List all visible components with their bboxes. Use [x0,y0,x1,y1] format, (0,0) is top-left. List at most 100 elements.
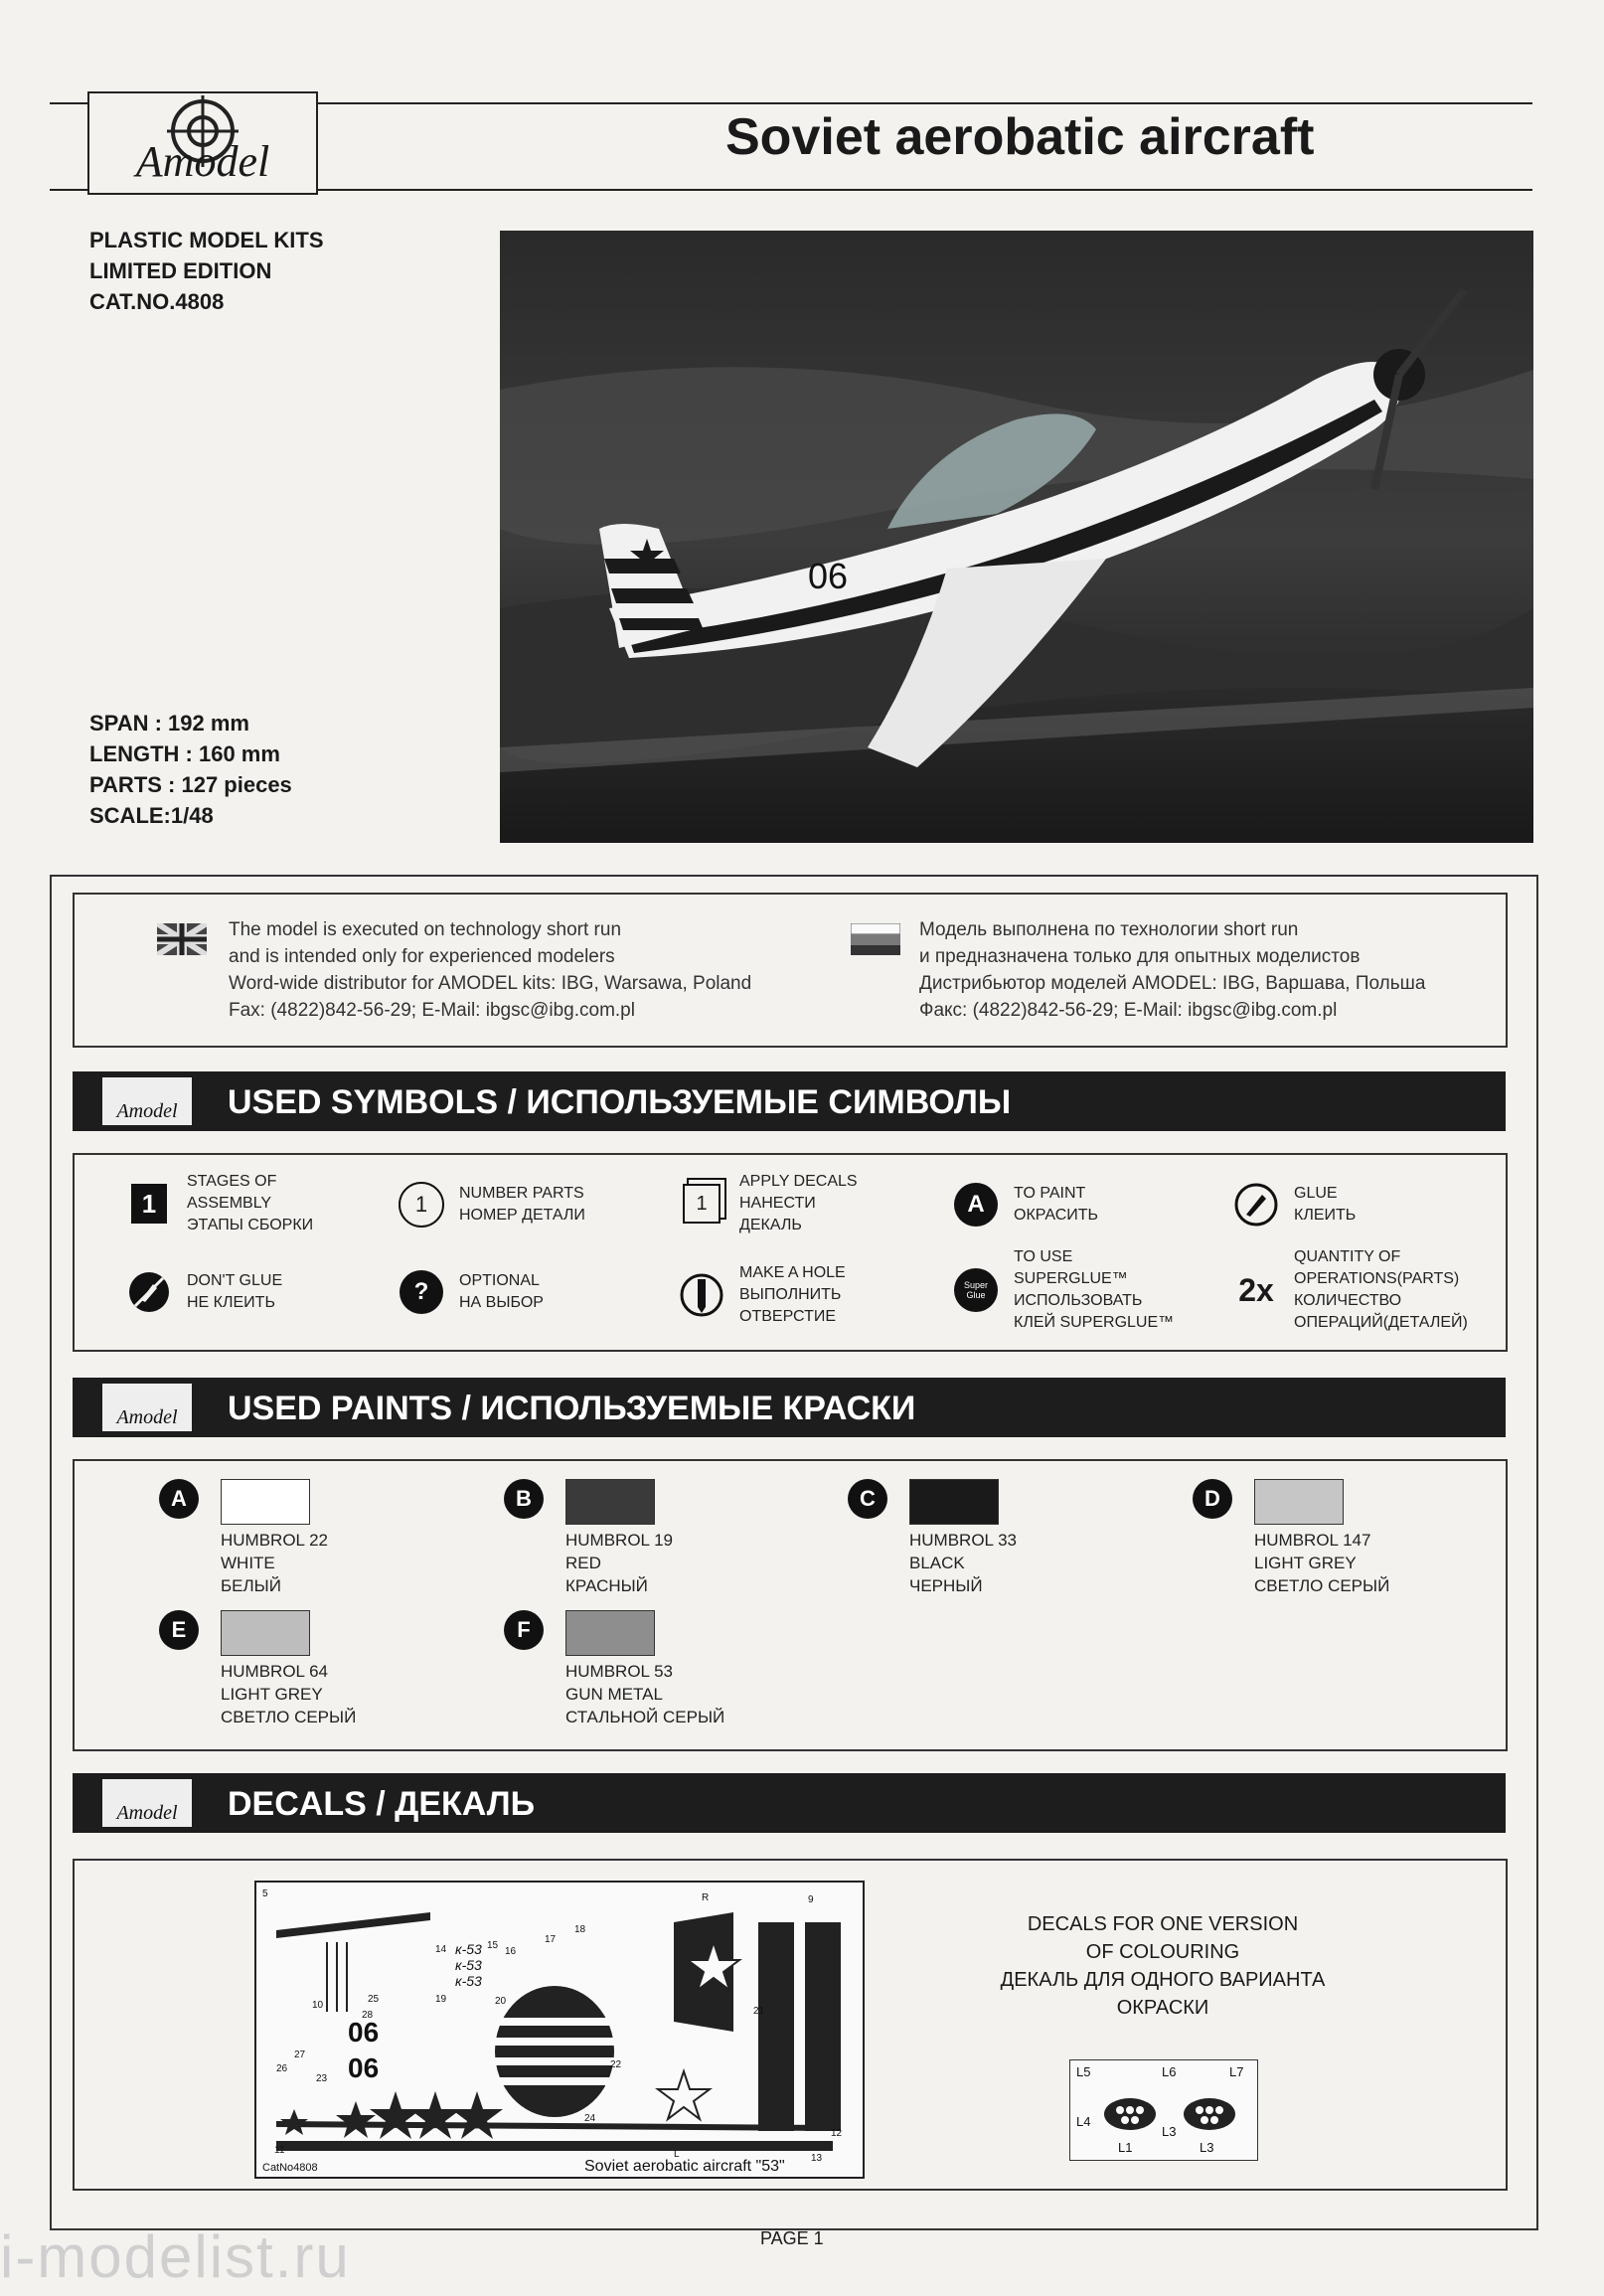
inset-label: L3 [1162,2124,1176,2139]
header-rule [50,102,1532,104]
symbol-text: STAGES OF [187,1173,277,1190]
drill-icon [680,1273,723,1317]
inset-label: L1 [1118,2140,1132,2155]
inset-label: L3 [1200,2140,1213,2155]
russia-flag-icon [851,923,900,955]
banner-logo: Amodel [102,1077,192,1125]
symbol-text: НА ВЫБОР [459,1294,544,1311]
info-en-line-1: The model is executed on technology shor… [229,919,622,940]
symbol-text: ЭТАПЫ СБОРКИ [187,1217,314,1233]
paint-color-chip [909,1479,999,1525]
inset-label: L6 [1162,2064,1176,2079]
symbol-text: ИСПОЛЬЗОВАТЬ [1014,1292,1143,1309]
decal-number: 28 [362,2010,374,2021]
banner-brand: Amodel [116,1802,178,1824]
decal-number: 17 [545,1934,557,1945]
decal-number: 19 [435,1994,447,2005]
decal-code-2: 06 [348,2052,379,2083]
decal-icon: 1 [683,1184,721,1224]
symbol-text: ВЫПОЛНИТЬ [739,1286,842,1303]
paints-heading: USED PAINTS / ИСПОЛЬЗУЕМЫЕ КРАСКИ [228,1390,916,1427]
symbol-text: NUMBER PARTS [459,1185,584,1202]
decal-code-1: 06 [348,2017,379,2048]
decal-mark-3: к-53 [455,1973,482,1989]
aircraft-illustration: 06 [500,231,1533,843]
decal-number: 20 [495,1996,507,2007]
no-glue-icon [129,1272,169,1312]
paint-label-line: GUN METAL [565,1685,663,1704]
inset-label: L4 [1076,2114,1090,2129]
decal-number: 10 [312,2000,324,2011]
decal-number: 5 [262,1888,268,1899]
banner-logo: Amodel [102,1779,192,1827]
decal-number: 25 [368,1994,380,2005]
symbol-text: ОТВЕРСТИЕ [739,1308,837,1325]
decal-number: 12 [831,2128,843,2139]
paint-label-line: LIGHT GREY [1254,1554,1357,1572]
symbol-text: MAKE A HOLE [739,1264,846,1281]
paint-label-line: HUMBROL 147 [1254,1531,1371,1550]
spec-length: LENGTH : 160 mm [89,741,280,766]
banner-logo: Amodel [102,1384,192,1431]
decal-note-line-1: DECALS FOR ONE VERSION [1027,1913,1299,1935]
paint-color-chip [221,1479,310,1525]
paint-letter-icon: B [504,1479,544,1519]
paint-label-line: BLACK [909,1554,965,1572]
paint-label-line: HUMBROL 53 [565,1662,674,1681]
kit-catalog-number: CAT.NO.4808 [89,289,225,314]
paint-label-line: СТАЛЬНОЙ СЕРЫЙ [565,1708,725,1726]
symbol-text: КЛЕЙ SUPERGLUE™ [1014,1314,1175,1331]
kit-info: PLASTIC MODEL KITS LIMITED EDITION CAT.N… [89,225,324,317]
info-en-line-4: Fax: (4822)842-56-29; E-Mail: ibgsc@ibg.… [229,1000,635,1021]
decal-number: 21 [753,2006,765,2017]
paint-label-line: HUMBROL 64 [221,1662,329,1681]
page-title: Soviet aerobatic aircraft [725,108,1315,166]
decal-note-line-2: OF COLOURING [1085,1941,1240,1963]
info-text-en: The model is executed on technology shor… [229,916,751,1024]
decal-sheet-title: Soviet aerobatic aircraft "53" [584,2158,785,2175]
watermark: i-modelist.ru [0,2223,351,2290]
spec-span: SPAN : 192 mm [89,711,249,736]
symbol-text: ДЕКАЛЬ [739,1217,802,1233]
symbol-text: TO USE [1014,1248,1073,1265]
brand-name: Amodel [135,137,270,186]
symbol-text: НОМЕР ДЕТАЛИ [459,1207,585,1224]
amodel-logo: Amodel [87,91,318,195]
symbol-text: OPERATIONS(PARTS) [1294,1270,1460,1287]
symbol-text: APPLY DECALS [739,1173,858,1190]
paint-color-chip [1254,1479,1344,1525]
symbol-text: ОПЕРАЦИЙ(ДЕТАЛЕЙ) [1294,1314,1468,1331]
decal-sheet-art: 06 06 к-53 к-53 к-53 CatNo4808 Soviet ae… [262,1888,843,2175]
spec-parts: PARTS : 127 pieces [89,772,292,797]
aircraft-side-number: 06 [808,556,848,596]
decal-number: 16 [505,1946,517,1957]
decal-number: 26 [276,2063,288,2074]
paint-color-chip [565,1610,655,1656]
paints-banner: Amodel USED PAINTS / ИСПОЛЬЗУЕМЫЕ КРАСКИ [73,1378,1506,1437]
paint-label-line: RED [565,1554,601,1572]
info-ru-line-3: Дистрибьютор моделей AMODEL: IBG, Варшав… [919,973,1426,994]
paint-letter-icon: C [848,1479,887,1519]
paint-letter-icon: D [1193,1479,1232,1519]
paint-label-line: ЧЕРНЫЙ [909,1576,983,1595]
decal-number: 27 [294,2050,306,2060]
paint-brush-icon: A [954,1183,998,1227]
info-ru-line-1: Модель выполнена по технологии short run [919,919,1299,940]
decal-sheet: 06 06 к-53 к-53 к-53 CatNo4808 Soviet ae… [254,1881,865,2179]
symbol-text: GLUE [1294,1185,1338,1202]
page-number: PAGE 1 [760,2228,824,2248]
symbol-make-hole: MAKE A HOLE ВЫПОЛНИТЬ ОТВЕРСТИЕ [678,1262,846,1328]
